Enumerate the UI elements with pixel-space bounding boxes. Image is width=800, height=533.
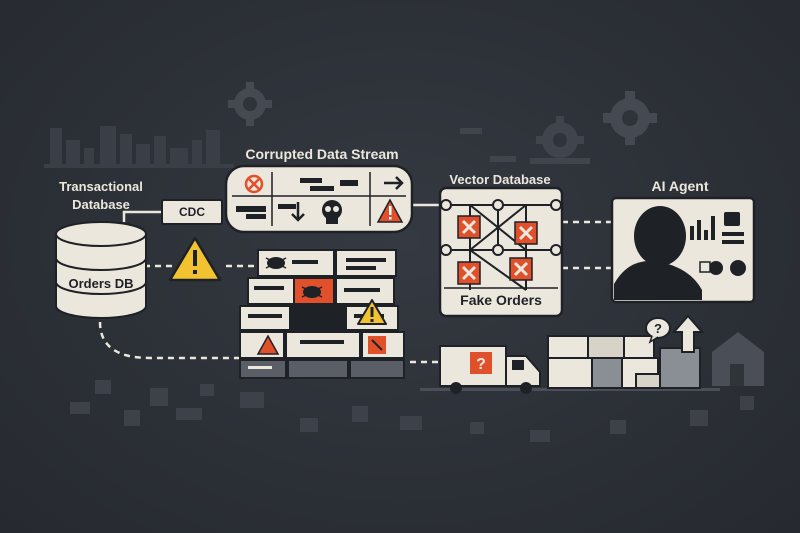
- background-bar: [460, 128, 482, 134]
- x-mark-icon: [509, 257, 533, 281]
- arrow-right-icon: [384, 176, 404, 190]
- warning-icon: [357, 299, 387, 325]
- question-icon: ?: [645, 317, 671, 344]
- warning-icon: [168, 236, 222, 282]
- fake-orders-label: Fake Orders: [460, 292, 542, 308]
- x-mark-icon: [457, 215, 481, 239]
- question-icon: ?: [470, 352, 492, 374]
- bug-icon: [301, 286, 323, 298]
- bug-icon: [265, 257, 287, 269]
- svg-text:?: ?: [476, 356, 486, 373]
- gear-icon: [228, 82, 272, 126]
- package-stack: [547, 335, 701, 389]
- vector-database-label: Vector Database: [449, 172, 551, 187]
- panel-widgets: [699, 212, 746, 276]
- skull-icon: [322, 200, 342, 224]
- stream-glitch-marks: [236, 178, 358, 219]
- gear-icon: [603, 91, 657, 145]
- svg-text:?: ?: [654, 321, 662, 336]
- background-blocks-bottom: [70, 380, 754, 442]
- x-mark-icon: [244, 174, 264, 194]
- background-bar: [490, 156, 516, 162]
- warning-icon: [256, 334, 280, 355]
- solid-connectors: [122, 203, 442, 222]
- corrupted-stream-box: [224, 164, 414, 234]
- orders-db-label: Orders DB: [68, 276, 134, 291]
- arrow-down-icon: [291, 202, 305, 222]
- background-skyline: [44, 126, 234, 168]
- corrupted-stream-label: Corrupted Data Stream: [245, 146, 399, 162]
- gear-icon: [530, 116, 590, 164]
- house-icon: [712, 332, 764, 386]
- transactional-database-label: Transactional Database: [59, 179, 143, 212]
- bar-chart-icon: [690, 216, 715, 240]
- x-mark-icon: [514, 221, 538, 245]
- database-icon: [55, 221, 147, 319]
- vector-graph-nodes: [440, 199, 562, 256]
- cdc-label: CDC: [179, 205, 205, 219]
- warning-icon: [376, 198, 404, 223]
- ai-agent-label: AI Agent: [651, 178, 709, 194]
- x-mark-icon: [368, 336, 386, 354]
- record-stack: [239, 249, 405, 379]
- cdc-box: [161, 199, 223, 225]
- x-mark-icon: [457, 261, 481, 285]
- up-arrow-icon: [671, 314, 705, 353]
- robot-icon: [614, 206, 702, 300]
